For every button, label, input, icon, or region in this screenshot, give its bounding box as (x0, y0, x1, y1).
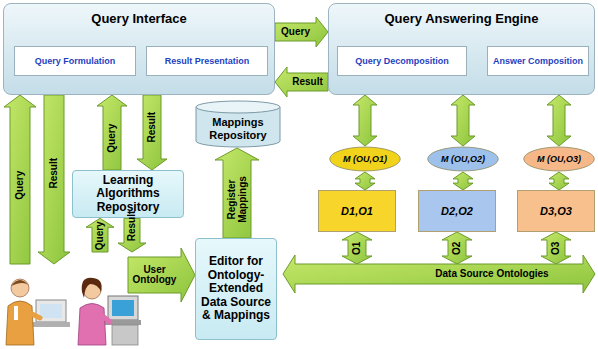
block-arrow (97, 95, 127, 170)
user-arrow (128, 248, 195, 302)
block-arrow (451, 95, 475, 146)
mapping-ellipse: M (OU,O2) (427, 146, 499, 172)
arrow-label: Register Mappings (227, 161, 248, 237)
interface-panel: Query InterfaceQuery Formulation Result P… (3, 3, 275, 95)
node-label: Query Decomposition (355, 56, 449, 66)
block-arrow (442, 232, 472, 264)
node-label: Editor for Ontology-Extended Data Source… (200, 255, 272, 322)
repository-box: Learning Algorithms Repository (72, 170, 184, 218)
function-box: Answer Composition (487, 46, 589, 76)
block-arrow (549, 172, 569, 190)
node-label: M (OU,O2) (441, 154, 485, 164)
node-label: Query Formulation (35, 56, 116, 66)
node-label: D3,O3 (540, 205, 572, 217)
data-source-box: D2,O2 (418, 190, 496, 232)
arrow-label: Result (127, 220, 138, 242)
node-label: Data Source Ontologies (435, 268, 548, 279)
block-arrow (215, 148, 259, 238)
function-box: Query Formulation (14, 46, 136, 76)
mapping-ellipse: M (OU,O3) (523, 146, 595, 172)
arrow-label: Result (49, 96, 60, 251)
node-label: Mappings Repository (199, 116, 277, 141)
function-box: Result Presentation (146, 46, 268, 76)
data-source-box: D1,O1 (318, 190, 396, 232)
arrow-label: Query (276, 27, 315, 38)
block-arrow (353, 95, 377, 146)
editor-box: Editor for Ontology-Extended Data Source… (195, 238, 277, 340)
node-label: M (OU,O1) (343, 154, 387, 164)
user-arrow (118, 218, 146, 252)
ontology-band: Data Source Ontologies (283, 264, 595, 284)
block-arrow (342, 232, 372, 264)
panel-heading: Query Interface (4, 12, 274, 27)
arrow-label: User Ontology (129, 265, 180, 286)
node-label: D1,O1 (341, 205, 373, 217)
repository-cylinder: Mappings Repository (195, 100, 281, 148)
block-arrow (355, 172, 375, 190)
function-box: Query Decomposition (337, 46, 467, 76)
arrow-label: Result (147, 96, 158, 158)
mapping-ellipse: M (OU,O1) (329, 146, 401, 172)
arrow-label: O1 (352, 241, 363, 255)
arrow-label: O3 (551, 241, 562, 255)
block-arrow (541, 232, 571, 264)
block-arrow (137, 95, 167, 170)
data-source-box: D3,O3 (517, 190, 595, 232)
node-label: Answer Composition (493, 56, 583, 66)
block-arrow (275, 17, 328, 47)
arrow-label: O2 (452, 241, 463, 255)
block-arrow (275, 67, 328, 97)
user-arrow (4, 95, 36, 264)
arrow-label: Result (288, 77, 327, 88)
node-label: D2,O2 (441, 205, 473, 217)
node-label: M (OU,O3) (537, 154, 581, 164)
node-label: Learning Algorithms Repository (77, 174, 179, 214)
man-at-desk (6, 279, 70, 345)
block-arrow (547, 95, 571, 146)
block-arrow (453, 172, 473, 190)
panel-heading: Query Answering Engine (329, 12, 594, 27)
node-label: Result Presentation (165, 56, 250, 66)
user-arrow (86, 218, 114, 252)
arrow-label: Query (107, 107, 118, 169)
engine-panel: Query Answering EngineQuery Decompositio… (328, 3, 595, 95)
arrow-label: Query (15, 108, 26, 263)
arrow-label: Query (95, 229, 106, 251)
user-arrow (38, 95, 70, 264)
